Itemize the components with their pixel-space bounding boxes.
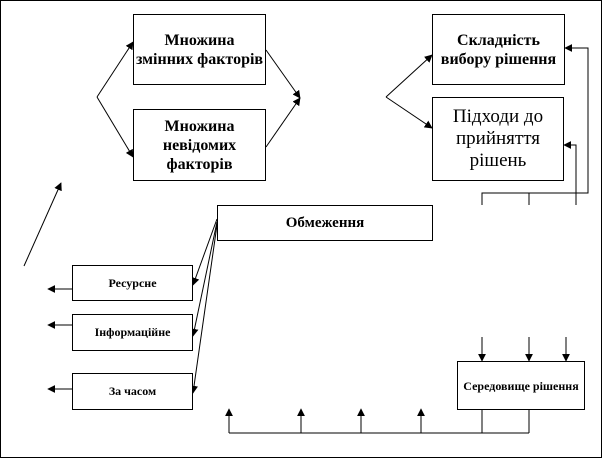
arrow-to-time [190,224,218,394]
resource-label: Ресурсне [108,275,157,290]
constraints-box: Обмеження [217,205,433,241]
decision-environment-label: Середовище рішення [463,378,579,393]
choice-complexity-box: Складність вибору рішення [432,14,565,85]
time-label: За часом [108,384,157,398]
time-box: За часом [72,373,193,410]
resource-box: Ресурсне [72,265,193,301]
decision-approaches-box: Підходи до прийняття рішень [432,97,564,181]
unknown-factors-box: Множина невідомих факторів [133,109,266,181]
arrow-from-variable-factors [265,49,301,99]
diagonal-arrow [23,182,62,267]
decision-approaches-label: Підходи до прийняття рішень [452,106,544,171]
decision-environment-box: Середовище рішення [457,361,585,410]
arrow-from-unknown-factors [265,97,301,148]
arrow-to-variable-factors [96,41,134,98]
variable-factors-box: Множина змінних факторів [133,14,266,85]
informational-box: Інформаційне [72,314,193,351]
arrow-to-decision-approaches [385,96,433,129]
bus-to-approaches [563,141,577,193]
variable-factors-label: Множина змінних факторів [135,31,264,68]
arrow-to-informational [190,221,218,337]
choice-complexity-label: Складність вибору рішення [440,31,557,68]
arrow-to-choice-complexity [385,54,433,98]
constraints-label: Обмеження [285,214,365,231]
unknown-factors-label: Множина невідомих факторів [162,117,237,173]
arrow-to-resource [191,218,218,286]
informational-label: Інформаційне [94,325,171,339]
bus-top-right [481,44,589,205]
arrow-to-unknown-factors [96,96,134,158]
